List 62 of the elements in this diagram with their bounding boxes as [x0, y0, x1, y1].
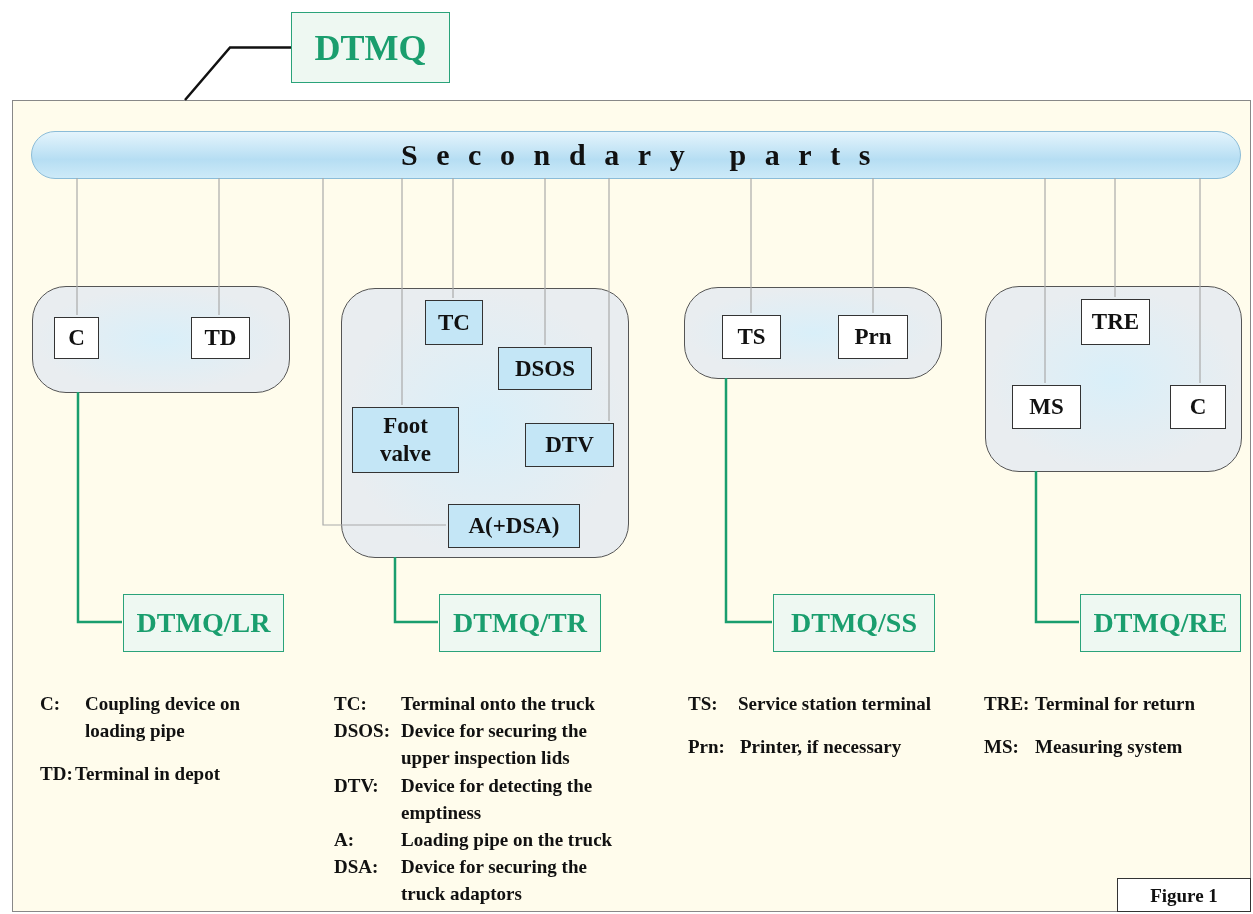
abbreviation: Prn:: [688, 735, 726, 759]
leader-line: [184, 46, 291, 101]
category-box: DTMQ/SS: [773, 594, 935, 652]
component-box: Foot valve: [352, 407, 459, 473]
component-box: TRE: [1081, 299, 1150, 345]
component-box: TS: [722, 315, 781, 359]
component-box: C: [54, 317, 99, 359]
figure-label: Figure 1: [1117, 878, 1251, 912]
definition-text: Coupling device on loading pipe: [85, 692, 242, 743]
definition-text: Measuring system: [1035, 735, 1184, 759]
category-box: DTMQ/RE: [1080, 594, 1241, 652]
definition-text: Terminal for return: [1035, 692, 1197, 716]
connector-line: [750, 177, 752, 314]
component-box: A(+DSA): [448, 504, 580, 548]
connector-line: [724, 378, 772, 624]
connector-line: [1114, 177, 1116, 298]
connector-line: [1199, 177, 1201, 384]
component-box: DSOS: [498, 347, 592, 390]
connector-line: [322, 177, 447, 526]
definition-text: Terminal onto the truck: [401, 692, 597, 716]
connector-line: [544, 177, 546, 346]
definition-text: Service station terminal: [738, 692, 933, 716]
group-box: [985, 286, 1242, 472]
definition-text: Device for detecting the emptiness: [401, 774, 594, 825]
title-box: DTMQ: [291, 12, 450, 83]
category-box: DTMQ/LR: [123, 594, 284, 652]
connector-line: [452, 177, 454, 299]
definition-text: Loading pipe on the truck: [401, 828, 614, 852]
diagram-panel: [12, 100, 1251, 912]
abbreviation: DSOS:: [334, 719, 391, 743]
component-box: MS: [1012, 385, 1081, 429]
connector-line: [218, 177, 220, 316]
connector-line: [1044, 177, 1046, 384]
abbreviation: TC:: [334, 692, 368, 716]
group-box: [341, 288, 629, 558]
component-box: Prn: [838, 315, 908, 359]
connector-line: [393, 557, 438, 624]
connector-line: [401, 177, 403, 406]
abbreviation: TS:: [688, 692, 719, 716]
connector-line: [1034, 471, 1079, 624]
definition-text: Device for securing the upper inspection lids: [401, 719, 588, 770]
component-box: DTV: [525, 423, 614, 467]
abbreviation: TRE:: [984, 692, 1031, 716]
connector-line: [76, 392, 122, 624]
abbreviation: DTV:: [334, 774, 380, 798]
component-box: TC: [425, 300, 483, 345]
definition-text: Terminal in depot: [75, 762, 221, 786]
group-box: [684, 287, 942, 379]
component-box: TD: [191, 317, 250, 359]
connector-line: [608, 177, 610, 422]
definition-text: Printer, if necessary: [740, 735, 903, 759]
category-bar: Secondary parts: [31, 131, 1241, 179]
connector-line: [76, 177, 78, 316]
abbreviation: A:: [334, 828, 356, 852]
connector-line: [872, 177, 874, 314]
abbreviation: C:: [40, 692, 62, 716]
abbreviation: MS:: [984, 735, 1020, 759]
definition-text: Device for securing the truck adaptors: [401, 855, 588, 906]
category-box: DTMQ/TR: [439, 594, 601, 652]
abbreviation: DSA:: [334, 855, 380, 879]
component-box: C: [1170, 385, 1226, 429]
group-box: [32, 286, 290, 393]
